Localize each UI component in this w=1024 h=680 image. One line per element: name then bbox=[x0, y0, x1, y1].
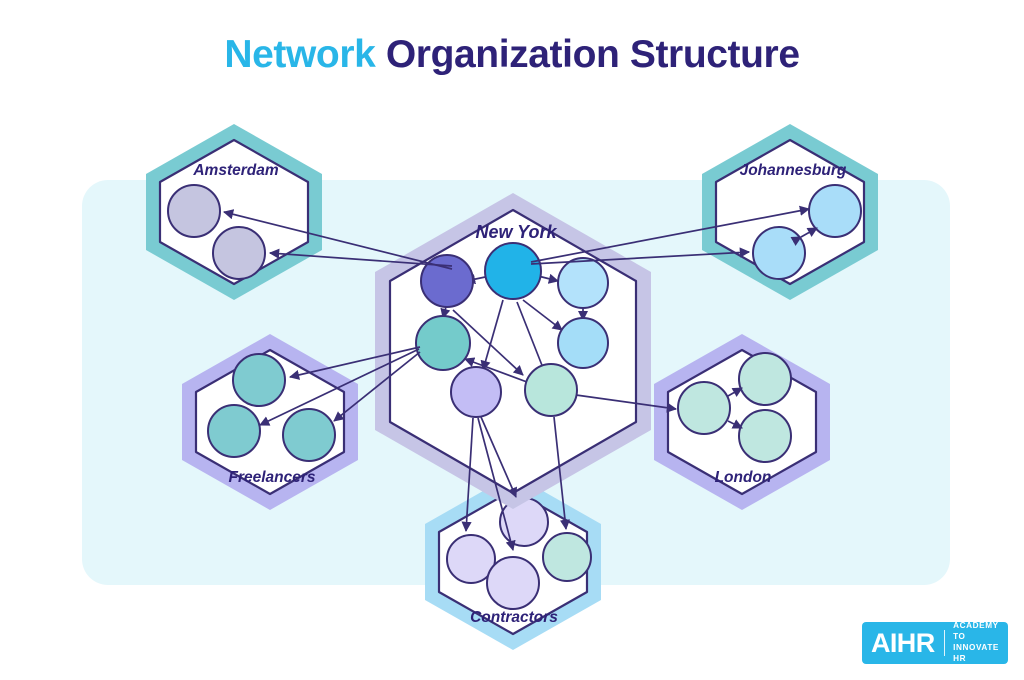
freelancers-label: Freelancers bbox=[228, 469, 315, 486]
link-ny-contractors-3 bbox=[480, 416, 517, 498]
contractors-label: Contractors bbox=[470, 609, 558, 626]
ny-node-skyblue[interactable] bbox=[557, 257, 609, 309]
amsterdam-node-1[interactable] bbox=[167, 184, 221, 238]
ny-node-teal[interactable] bbox=[415, 315, 471, 371]
link-mint-teal bbox=[464, 357, 528, 383]
london-node-3[interactable] bbox=[738, 409, 792, 463]
london-node-1[interactable] bbox=[677, 381, 731, 435]
link-ny-london bbox=[575, 394, 678, 413]
link-ny-johannesburg-1 bbox=[530, 205, 811, 263]
logo-wordmark: AIHR bbox=[871, 627, 935, 658]
logo-tagline: ACADEMY TO INNOVATE HR bbox=[953, 621, 999, 664]
link-ny-contractors-4 bbox=[553, 416, 571, 531]
link-ny-contractors-1 bbox=[461, 417, 474, 533]
inter-group-links bbox=[223, 205, 811, 551]
london-node-2[interactable] bbox=[738, 352, 792, 406]
title-accent-word: Network bbox=[224, 33, 376, 76]
link-ny-amsterdam-1 bbox=[223, 209, 453, 270]
contractors-node-4[interactable] bbox=[542, 532, 592, 582]
group-london[interactable]: London bbox=[654, 334, 830, 510]
amsterdam-node-2[interactable] bbox=[212, 226, 266, 280]
ny-node-cyan[interactable] bbox=[484, 242, 542, 300]
link-ny-freelancers-3 bbox=[333, 351, 421, 422]
link-ny-freelancers-1 bbox=[289, 346, 421, 380]
ny-node-mint[interactable] bbox=[524, 363, 578, 417]
johannesburg-node-2[interactable] bbox=[752, 226, 806, 280]
title-main-words: Organization Structure bbox=[385, 33, 800, 76]
link-cyan-lavender bbox=[480, 299, 504, 371]
logo-tagline-line2: INNOVATE HR bbox=[953, 643, 999, 663]
amsterdam-label: Amsterdam bbox=[192, 162, 278, 179]
aihr-logo: AIHR ACADEMY TO INNOVATE HR bbox=[862, 621, 1008, 664]
ny-node-lightblue[interactable] bbox=[557, 317, 609, 369]
link-ny-amsterdam-2 bbox=[268, 248, 453, 267]
freelancers-node-2[interactable] bbox=[207, 404, 261, 458]
contractors-node-3[interactable] bbox=[486, 556, 540, 610]
link-ny-contractors-2 bbox=[477, 417, 516, 551]
johannesburg-node-1[interactable] bbox=[808, 184, 862, 238]
link-cyan-lightblue bbox=[522, 299, 563, 331]
johannesburg-label: Johannesburg bbox=[740, 162, 847, 179]
link-ny-freelancers-2 bbox=[259, 348, 420, 426]
logo-tagline-line1: ACADEMY TO bbox=[953, 621, 999, 642]
link-joburg-internal bbox=[790, 227, 818, 246]
link-london-1-2 bbox=[727, 387, 743, 397]
group-amsterdam[interactable]: Amsterdam bbox=[146, 124, 322, 300]
ny-node-lavender[interactable] bbox=[450, 366, 502, 418]
group-contractors[interactable]: Contractors bbox=[425, 474, 601, 650]
contractors-node-1[interactable] bbox=[446, 534, 496, 584]
freelancers-node-3[interactable] bbox=[282, 408, 336, 462]
london-label: London bbox=[715, 469, 772, 486]
hub-label: New York bbox=[475, 222, 557, 242]
page-title: Network Organization Structure bbox=[0, 33, 1024, 77]
group-new-york-hub[interactable]: New York bbox=[375, 193, 651, 509]
link-ny-johannesburg-2 bbox=[530, 247, 751, 265]
link-indigo-mint bbox=[452, 309, 524, 376]
logo-divider bbox=[943, 630, 946, 656]
freelancers-node-1[interactable] bbox=[232, 353, 286, 407]
link-london-1-3 bbox=[727, 419, 743, 429]
ny-node-indigo[interactable] bbox=[420, 254, 474, 308]
